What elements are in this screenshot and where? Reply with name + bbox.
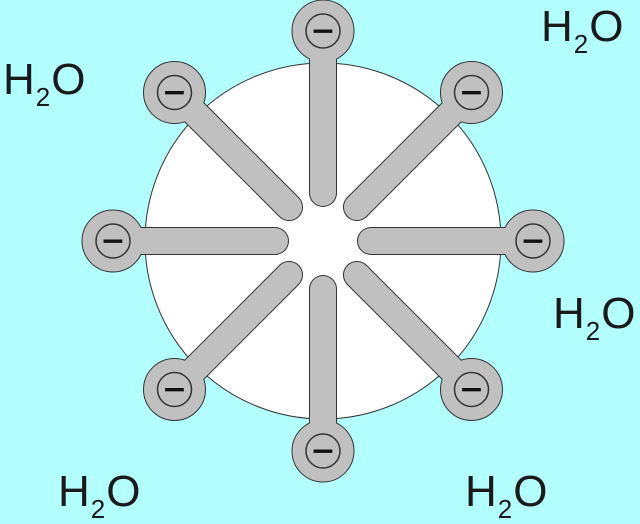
charge-ring	[305, 433, 341, 469]
water-subscript: 2	[35, 82, 51, 112]
water-o: O	[589, 2, 624, 51]
water-o: O	[106, 467, 141, 516]
hydrophobic-tail	[343, 79, 485, 221]
negative-charge: −	[310, 434, 335, 469]
water-o: O	[513, 467, 548, 516]
surfactant-molecule: −	[357, 209, 565, 273]
negative-charge: −	[459, 75, 484, 110]
charge-ring	[453, 74, 490, 111]
surfactant-molecule: −	[81, 209, 289, 273]
water-label: H2O	[465, 467, 548, 523]
water-o: O	[51, 55, 86, 104]
negative-charge: −	[162, 372, 187, 407]
hydrophobic-tail	[343, 261, 485, 403]
charge-ring	[156, 74, 193, 111]
surfactant-molecule: −	[291, 0, 355, 207]
water-subscript: 2	[585, 316, 601, 346]
negative-charge: −	[459, 372, 484, 407]
water-h: H	[3, 55, 35, 104]
water-h: H	[465, 467, 497, 516]
charge-ring	[305, 13, 341, 49]
charge-ring	[515, 223, 551, 259]
water-subscript: 2	[90, 494, 106, 524]
water-o: O	[601, 289, 636, 338]
water-h: H	[541, 2, 573, 51]
surfactant-molecule: −	[291, 275, 355, 483]
negative-charge: −	[162, 75, 187, 110]
water-subscript: 2	[497, 494, 513, 524]
surfactant-molecule: −	[342, 260, 503, 421]
water-label: H2O	[3, 55, 86, 111]
hydrophobic-tail	[161, 261, 303, 403]
charge-ring	[95, 223, 131, 259]
negative-charge: −	[100, 224, 125, 259]
surfactant-molecule: −	[143, 61, 304, 222]
water-h: H	[58, 467, 90, 516]
negative-charge: −	[310, 14, 335, 49]
water-label: H2O	[553, 289, 636, 345]
hydrophobic-tail	[161, 79, 303, 221]
charge-ring	[453, 371, 490, 408]
water-h: H	[553, 289, 585, 338]
charge-ring	[156, 371, 193, 408]
negative-charge: −	[520, 224, 545, 259]
water-label: H2O	[58, 467, 141, 523]
surfactant-molecule: −	[143, 260, 304, 421]
water-label: H2O	[541, 2, 624, 58]
surfactant-molecule: −	[342, 61, 503, 222]
water-subscript: 2	[573, 29, 589, 59]
